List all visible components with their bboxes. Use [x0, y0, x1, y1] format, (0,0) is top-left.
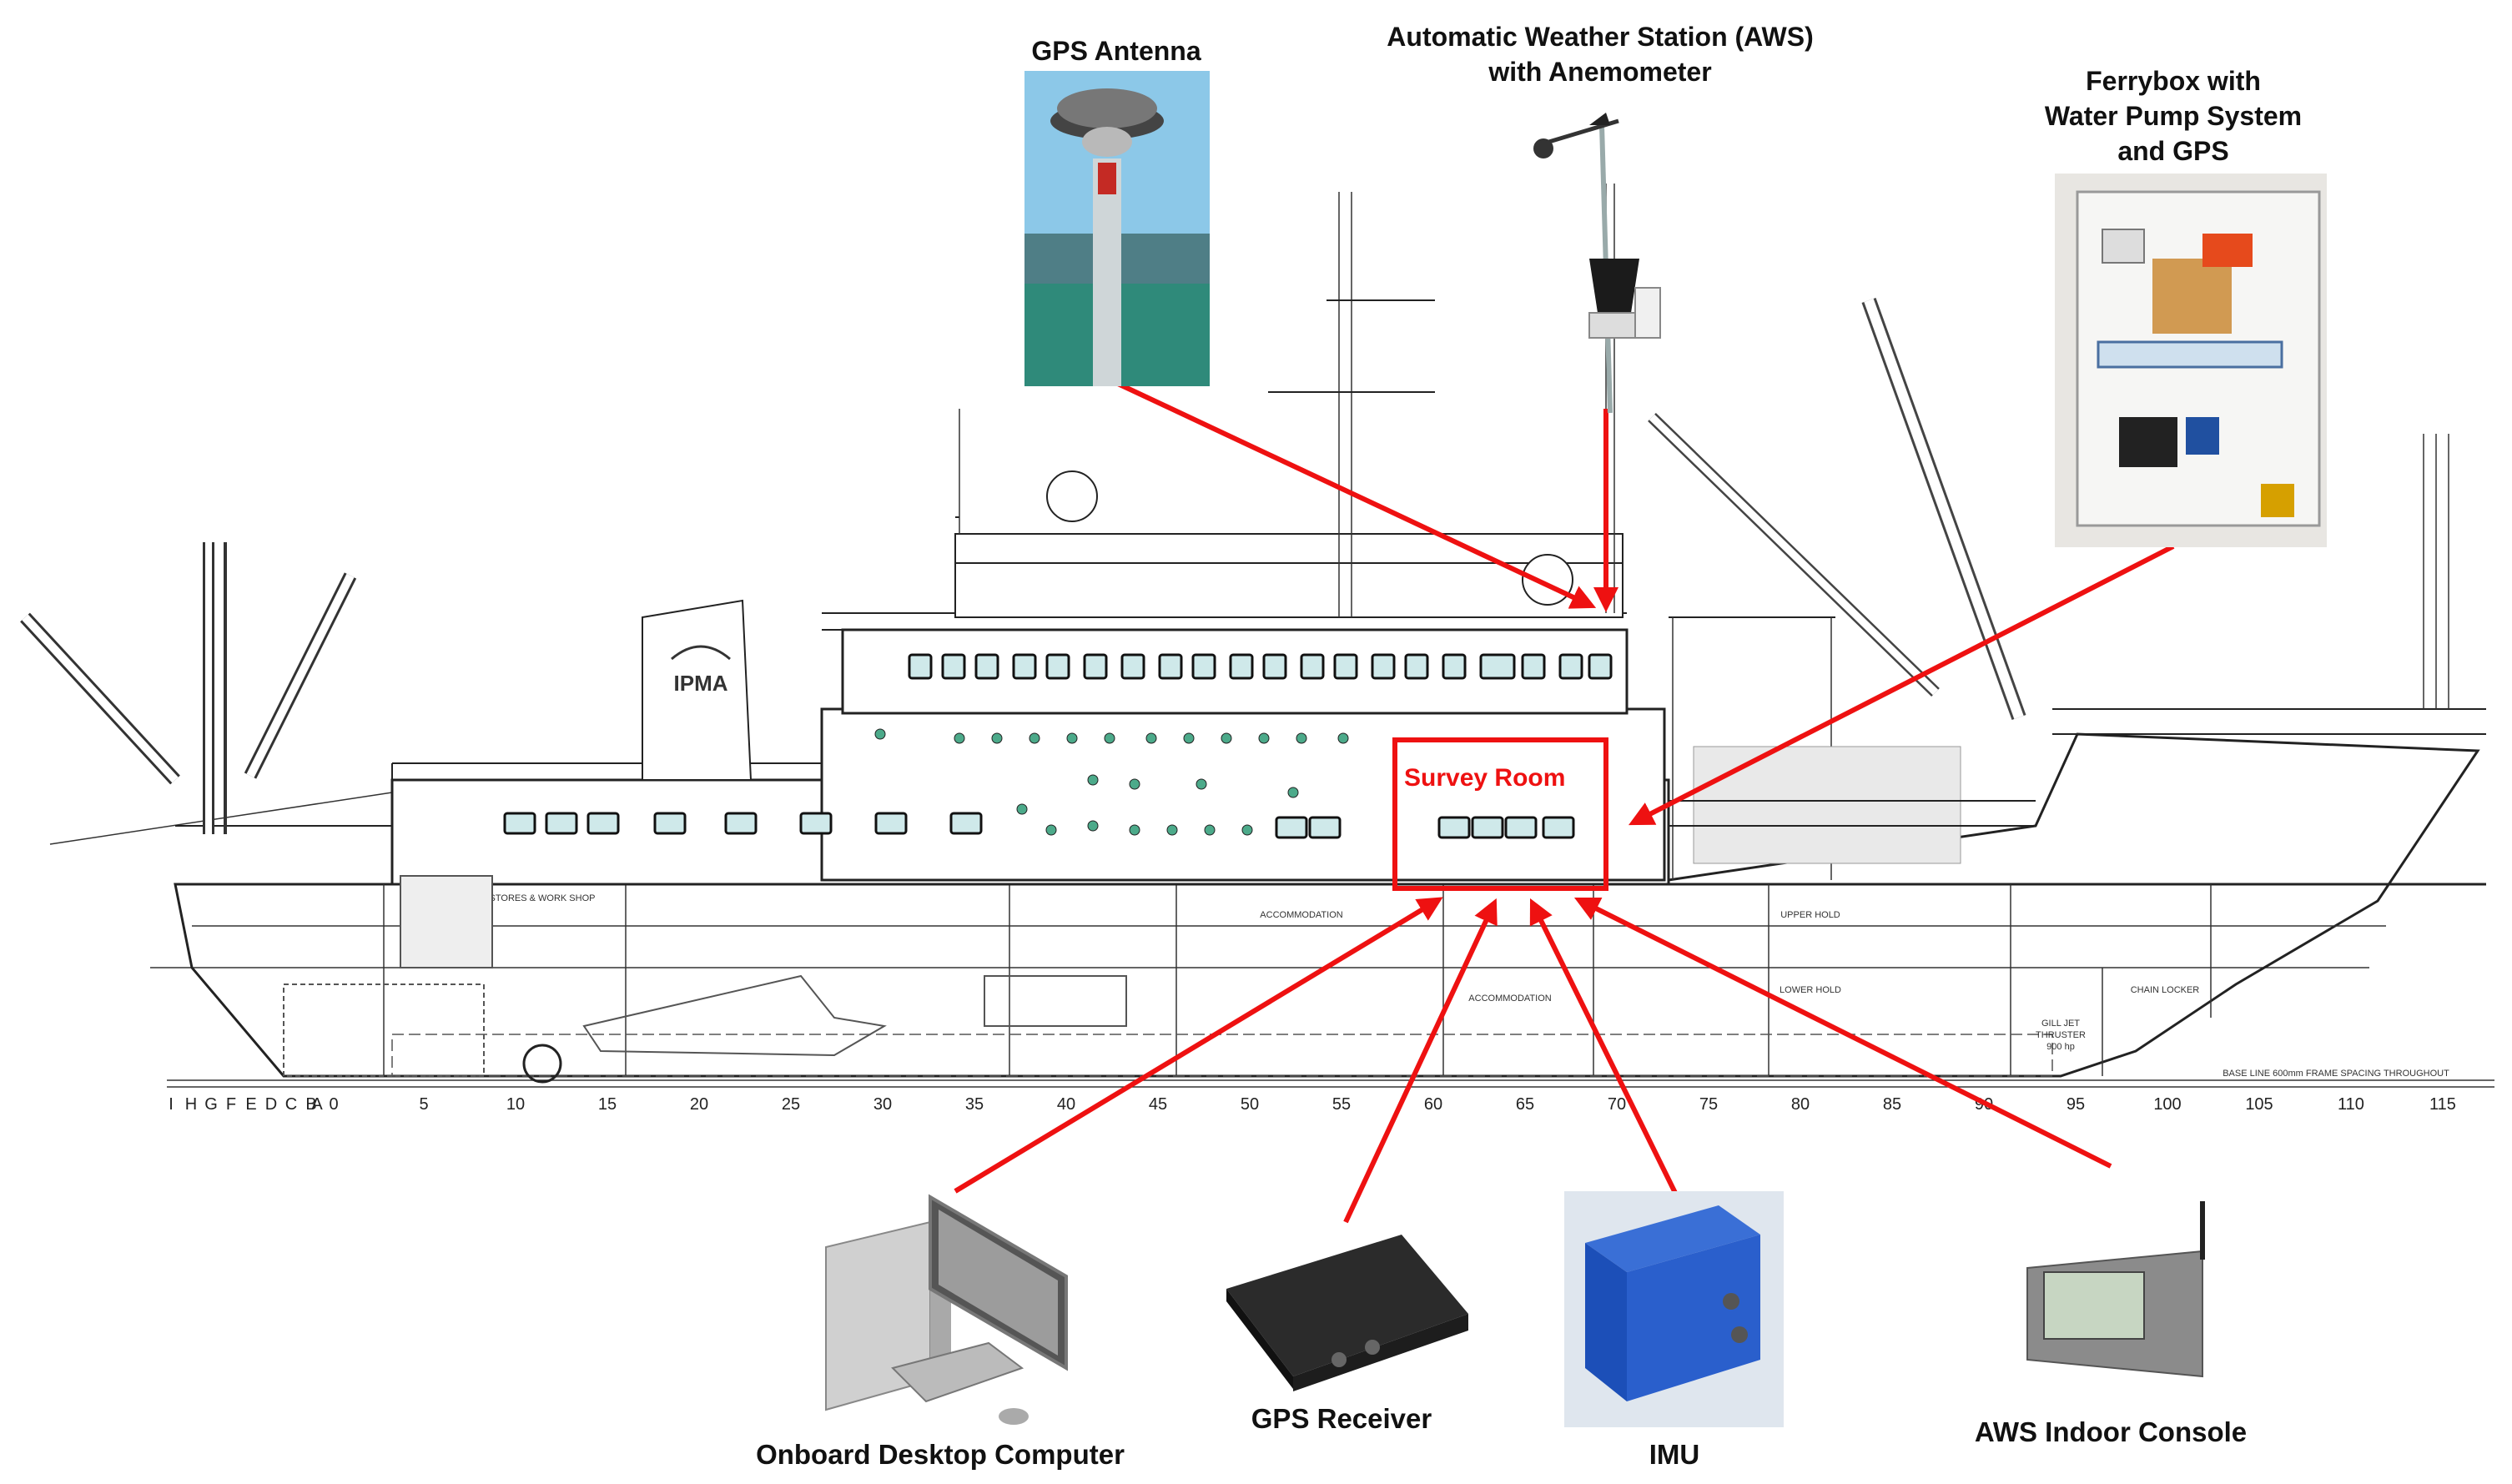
compartment-label: ACCOMMODATION [1468, 994, 1551, 1004]
frame-number: 5 [419, 1095, 428, 1114]
ferrybox-label-line2: Water Pump System [2045, 101, 2302, 131]
arrow-gps-antenna [1116, 381, 1597, 609]
frame-letter: D [265, 1095, 277, 1114]
frame-letter: A [311, 1095, 323, 1114]
main-deck-windows [503, 812, 1575, 839]
frame-letter: B [305, 1095, 316, 1114]
frame-number: 100 [2153, 1095, 2181, 1114]
imu-icon: IMU [1564, 1191, 1784, 1470]
frame-letter: E [245, 1095, 256, 1114]
frame-number: 60 [1424, 1095, 1442, 1114]
aws-console-icon: AWS Indoor Console [1975, 1201, 2247, 1447]
arrow-desktop [954, 897, 1443, 1194]
frame-number: 30 [873, 1095, 892, 1114]
frame-number: 95 [2066, 1095, 2085, 1114]
arrow-aws-console [1573, 897, 2112, 1169]
arrow-gps-receiver [1343, 898, 1498, 1224]
frame-number: 80 [1791, 1095, 1810, 1114]
connection-arrows [954, 381, 2175, 1224]
compartment-label: STORES & WORK SHOP [490, 893, 596, 903]
survey-room: Survey Room [1392, 737, 1608, 891]
survey-room-box [1392, 737, 1608, 891]
ferrybox-label-line1: Ferrybox with [2086, 66, 2261, 96]
frame-scale: I H G F E D C B A 0 5 10 15 20 25 30 35 … [169, 1095, 2456, 1114]
gps-receiver-label: GPS Receiver [1251, 1403, 1432, 1434]
frame-number: 50 [1241, 1095, 1259, 1114]
compartment-label: CHAIN LOCKER [2131, 985, 2200, 995]
portholes [874, 728, 1349, 836]
frame-number: 75 [1699, 1095, 1718, 1114]
gps-antenna-label: GPS Antenna [1031, 36, 1201, 66]
thruster-label: 900 hp [2046, 1042, 2075, 1052]
compartment-label: LOWER HOLD [1780, 985, 1841, 995]
frame-letter: H [185, 1095, 197, 1114]
imu-label: IMU [1649, 1439, 1700, 1470]
aws-console-label: AWS Indoor Console [1975, 1416, 2247, 1447]
thruster-label: GILL JET [2041, 1019, 2080, 1029]
gps-antenna-photo: GPS Antenna [1024, 36, 1210, 386]
desktop-computer-icon: Onboard Desktop Computer [756, 1194, 1125, 1470]
survey-room-label: Survey Room [1404, 764, 1565, 792]
frame-number: 35 [965, 1095, 984, 1114]
frame-number: 70 [1608, 1095, 1626, 1114]
gps-receiver-icon: GPS Receiver [1226, 1235, 1468, 1434]
frame-letter: F [226, 1095, 236, 1114]
compartment-label: UPPER HOLD [1780, 910, 1840, 920]
frame-number: 40 [1057, 1095, 1075, 1114]
frame-number: 15 [598, 1095, 617, 1114]
frame-number: 55 [1332, 1095, 1351, 1114]
ferrybox-label-line3: and GPS [2117, 136, 2228, 166]
frame-letter: 0 [329, 1095, 338, 1114]
aws-label-line2: with Anemometer [1488, 57, 1711, 87]
frame-number: 85 [1883, 1095, 1901, 1114]
ferrybox-photo: Ferrybox with Water Pump System and GPS [2045, 66, 2327, 547]
frame-number: 45 [1149, 1095, 1167, 1114]
aws-label-line1: Automatic Weather Station (AWS) [1387, 22, 1813, 52]
frame-letter: G [204, 1095, 218, 1114]
frame-number: 10 [506, 1095, 525, 1114]
frame-number: 25 [782, 1095, 800, 1114]
frame-number: 105 [2245, 1095, 2273, 1114]
compartment-label: ACCOMMODATION [1260, 910, 1342, 920]
baseline-note: BASE LINE 600mm FRAME SPACING THROUGHOUT [2223, 1069, 2449, 1079]
frame-number: 65 [1516, 1095, 1534, 1114]
frame-number: 20 [690, 1095, 708, 1114]
desktop-label: Onboard Desktop Computer [756, 1439, 1125, 1470]
frame-letter: C [285, 1095, 297, 1114]
arrow-ferrybox [1628, 544, 2175, 826]
ship-logo-text: IPMA [674, 671, 728, 696]
frame-number: 115 [2429, 1095, 2456, 1114]
aws-photo: Automatic Weather Station (AWS) with Ane… [1387, 22, 1814, 414]
frame-letter: I [169, 1095, 174, 1114]
arrow-imu [1529, 898, 1678, 1195]
ship-profile-drawing: STORES & WORK SHOP ACCOMMODATION UPPER H… [20, 184, 2494, 1088]
bridge-windows [908, 653, 1613, 680]
frame-number: 110 [2338, 1095, 2364, 1114]
thruster-label: THRUSTER [2036, 1030, 2086, 1040]
